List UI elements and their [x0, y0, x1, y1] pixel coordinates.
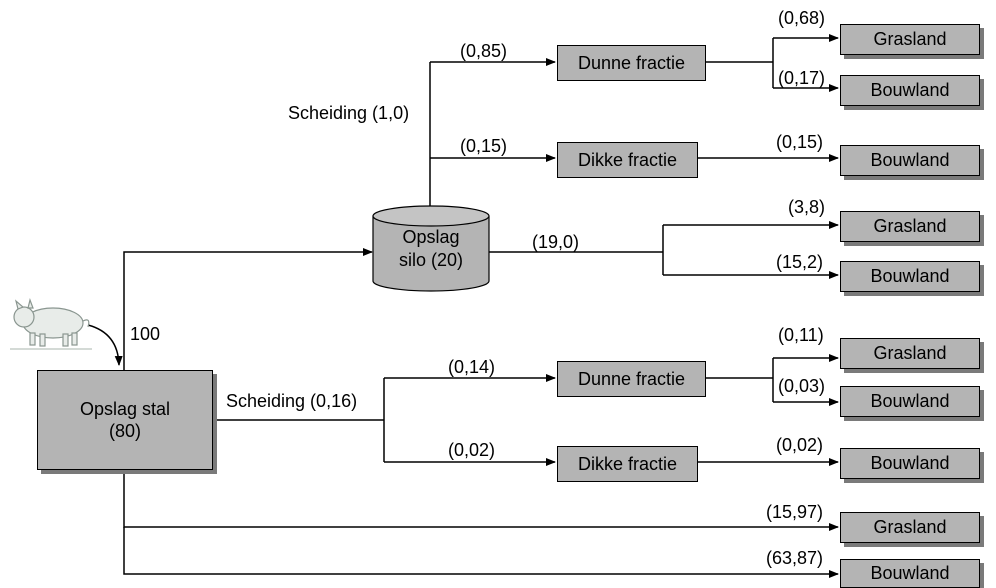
- flow-label: (63,87): [766, 548, 824, 568]
- grasland-node: Grasland: [840, 338, 980, 369]
- opslag-stal-title: Opslag stal: [79, 398, 171, 419]
- flow-label: (19,0): [532, 232, 580, 252]
- flow-label: (0,15): [460, 136, 508, 156]
- arrow-stal-bouwland: [123, 527, 839, 578]
- grasland-node: Grasland: [840, 24, 980, 55]
- flow-label: (15,97): [766, 502, 824, 522]
- bouwland-node: Bouwland: [840, 559, 980, 588]
- flow-label: (0,03): [778, 376, 826, 396]
- stal-dikke-fractie-node: Dikke fractie: [557, 446, 698, 482]
- opslag-silo-value: silo (20): [398, 249, 464, 270]
- flow-label: (0,11): [778, 325, 824, 345]
- opslag-silo-node: [372, 205, 490, 292]
- flow-label: (0,14): [448, 357, 496, 377]
- pig-icon: [10, 297, 92, 350]
- opslag-silo-label: Opslag silo (20): [374, 226, 488, 271]
- flow-label: (0,02): [448, 440, 496, 460]
- bouwland-node: Bouwland: [840, 261, 980, 292]
- opslag-silo-title: Opslag: [402, 227, 460, 247]
- bouwland-node: Bouwland: [840, 386, 980, 417]
- arrow-stal-grasland: [123, 470, 839, 531]
- silo-dikke-fractie-node: Dikke fractie: [557, 142, 698, 178]
- flow-label: (3,8): [788, 197, 826, 217]
- scheiding-silo-label: Scheiding (1,0): [288, 103, 410, 123]
- arrow-animal-to-stal: [87, 324, 123, 366]
- flow-label: (0,85): [460, 41, 508, 61]
- silo-dunne-fractie-node: Dunne fractie: [557, 45, 706, 81]
- stal-dunne-fractie-node: Dunne fractie: [557, 361, 706, 397]
- opslag-stal-node: Opslag stal (80): [37, 370, 213, 470]
- bouwland-node: Bouwland: [840, 145, 980, 176]
- scheiding-stal-label: Scheiding (0,16): [226, 391, 358, 411]
- grasland-node: Grasland: [840, 512, 980, 543]
- flow-label: (0,02): [776, 435, 824, 455]
- flow-label: (0,15): [776, 132, 824, 152]
- arrow-stal-to-silo: [123, 248, 373, 370]
- bouwland-node: Bouwland: [840, 75, 980, 106]
- opslag-stal-value: (80): [108, 421, 141, 441]
- flow-label: (0,68): [778, 8, 826, 28]
- bouwland-node: Bouwland: [840, 448, 980, 479]
- input-label: 100: [130, 324, 161, 344]
- flow-label: (15,2): [776, 252, 824, 272]
- flow-label: (0,17): [778, 68, 826, 88]
- grasland-node: Grasland: [840, 211, 980, 242]
